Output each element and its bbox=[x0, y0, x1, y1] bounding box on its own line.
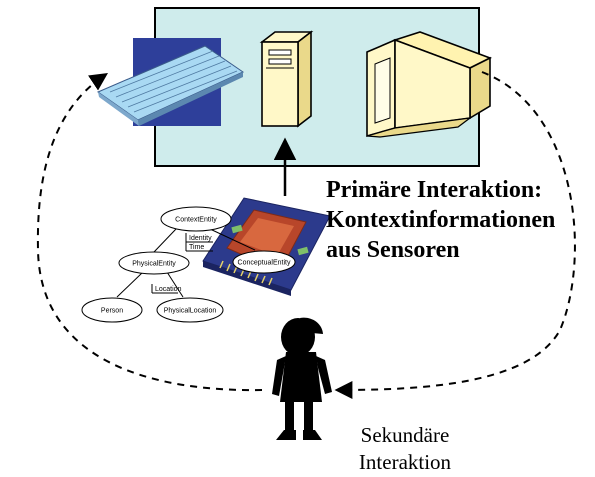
identity-label: Identity bbox=[189, 235, 212, 242]
secondary-interaction-line2: Interaktion bbox=[358, 450, 452, 474]
person-silhouette-icon bbox=[272, 317, 332, 440]
conceptual-entity-label: ConceptualEntity bbox=[238, 260, 291, 267]
dashed-arrow-right bbox=[334, 71, 576, 399]
physical-location-node bbox=[156, 297, 224, 323]
server-tower-icon bbox=[259, 30, 314, 128]
ontology-connectors bbox=[116, 228, 256, 298]
person-node bbox=[81, 297, 143, 323]
primary-interaction-line2: Kontextinformationen bbox=[326, 207, 556, 233]
time-label: Time bbox=[189, 244, 204, 251]
dashed-arrow-left bbox=[36, 73, 263, 392]
keyboard-icon bbox=[96, 38, 245, 126]
physical-location-label: PhysicalLocation bbox=[164, 308, 217, 315]
physical-entity-node bbox=[118, 251, 190, 275]
monitor-icon bbox=[366, 31, 493, 138]
primary-interaction-line1: Primäre Interaktion: bbox=[326, 177, 543, 203]
context-entity-node bbox=[160, 206, 232, 232]
conceptual-entity-node bbox=[232, 250, 296, 274]
location-label: Location bbox=[155, 286, 182, 293]
person-label: Person bbox=[101, 308, 123, 315]
secondary-interaction-line1: Sekundäre bbox=[360, 423, 450, 447]
context-entity-label: ContextEntity bbox=[175, 217, 217, 224]
physical-entity-label: PhysicalEntity bbox=[132, 261, 176, 268]
primary-interaction-line3: aus Sensoren bbox=[326, 237, 460, 263]
